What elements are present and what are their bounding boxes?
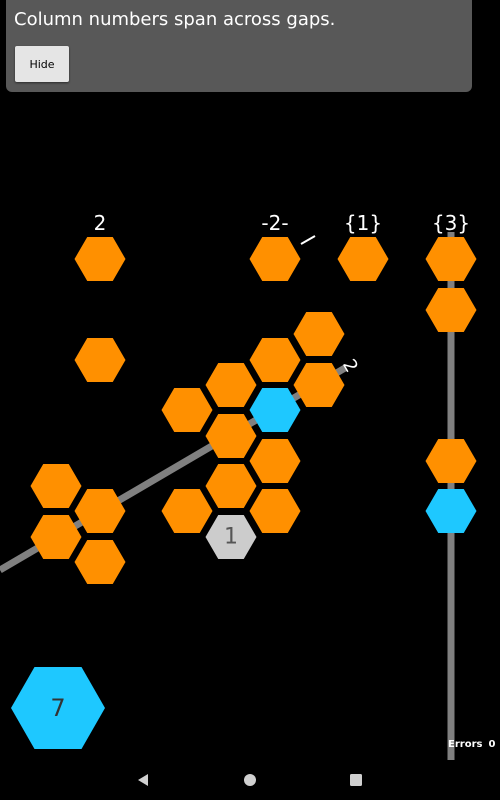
hex-cell-23[interactable] xyxy=(74,540,126,584)
hex-cell-6[interactable] xyxy=(293,312,345,356)
home-icon[interactable] xyxy=(240,770,260,790)
hex-cell-5[interactable] xyxy=(425,288,477,332)
hex-cell-4[interactable] xyxy=(425,237,477,281)
hex-cell-18[interactable] xyxy=(74,489,126,533)
hex-cell-3[interactable] xyxy=(337,237,389,281)
hex-cell-9[interactable] xyxy=(205,363,257,407)
column-clue-1: 2 xyxy=(94,211,107,235)
hex-cell-21[interactable] xyxy=(425,489,477,533)
diagonal-clue-1 xyxy=(300,235,316,245)
hex-cell-1[interactable] xyxy=(74,237,126,281)
hex-cell-19[interactable] xyxy=(161,489,213,533)
remaining-count: 7 xyxy=(50,694,65,722)
column-clue-3: {1} xyxy=(344,211,382,235)
tooltip-banner: Column numbers span across gaps. Hide xyxy=(6,0,472,92)
errors-counter: Errors 0 xyxy=(448,739,495,750)
recents-icon[interactable] xyxy=(346,770,366,790)
hex-cell-22[interactable] xyxy=(30,515,82,559)
revealed-hex-cell[interactable] xyxy=(205,515,257,559)
hex-cell-10[interactable] xyxy=(293,363,345,407)
hex-cell-2[interactable] xyxy=(249,237,301,281)
hex-cell-11[interactable] xyxy=(161,388,213,432)
hex-cell-8[interactable] xyxy=(249,338,301,382)
errors-count: 0 xyxy=(488,739,496,750)
hex-cell-7[interactable] xyxy=(74,338,126,382)
navigation-bar xyxy=(0,760,500,800)
hex-cell-15[interactable] xyxy=(425,439,477,483)
column-clue-2: -2- xyxy=(261,211,288,235)
back-icon[interactable] xyxy=(133,770,153,790)
tooltip-message: Column numbers span across gaps. xyxy=(14,9,336,30)
hex-cell-20[interactable] xyxy=(249,489,301,533)
column-clue-4: {3} xyxy=(432,211,470,235)
hex-cell-14[interactable] xyxy=(249,439,301,483)
hex-cell-16[interactable] xyxy=(30,464,82,508)
hex-cell-12[interactable] xyxy=(249,388,301,432)
hex-cell-17[interactable] xyxy=(205,464,257,508)
remaining-count-hex[interactable] xyxy=(11,667,105,749)
revealed-cell-number: 1 xyxy=(224,525,238,550)
hide-button[interactable]: Hide xyxy=(15,46,69,82)
hex-cell-13[interactable] xyxy=(205,414,257,458)
errors-label: Errors xyxy=(448,739,483,750)
